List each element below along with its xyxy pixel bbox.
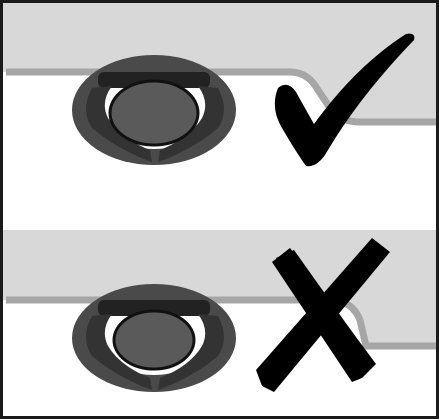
head xyxy=(110,81,198,145)
person-correct xyxy=(72,55,236,165)
person-top-view-icon xyxy=(72,284,236,392)
person-top-view-icon xyxy=(72,55,236,165)
head xyxy=(114,311,194,369)
person-incorrect xyxy=(72,284,236,392)
